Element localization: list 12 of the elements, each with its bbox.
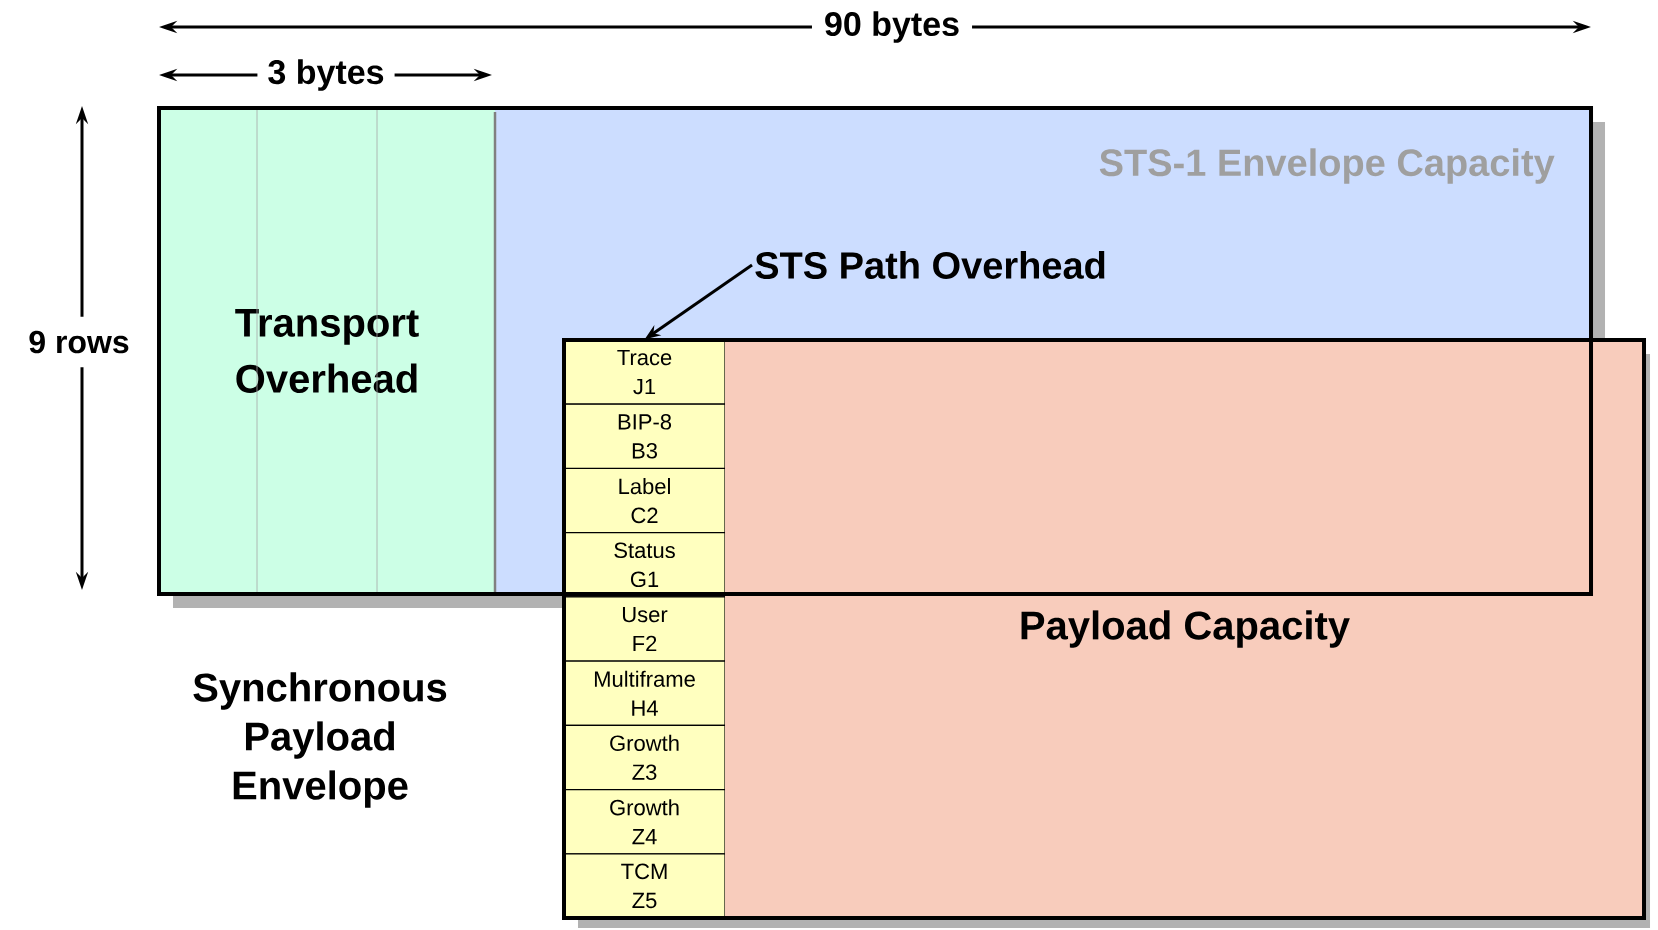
caption-text: Synchronous Payload Envelope xyxy=(193,672,447,808)
callout-text: STS Path Overhead xyxy=(755,251,1105,279)
dimension-label: 90 bytes xyxy=(811,7,973,47)
overhead-cell: Growth Z4 xyxy=(563,789,726,855)
overhead-cell: Growth Z3 xyxy=(563,724,726,791)
payload-box: Payload Capacity xyxy=(725,340,1644,918)
overhead-cell: Multiframe H4 xyxy=(563,660,726,726)
overhead-cell: User F2 xyxy=(563,596,726,662)
dimension-label: 3 bytes xyxy=(257,55,395,95)
overhead-cell: TCM Z5 xyxy=(563,853,726,919)
dimension-label: 9 rows xyxy=(26,316,132,368)
overhead-box: Transport Overhead xyxy=(159,108,495,594)
